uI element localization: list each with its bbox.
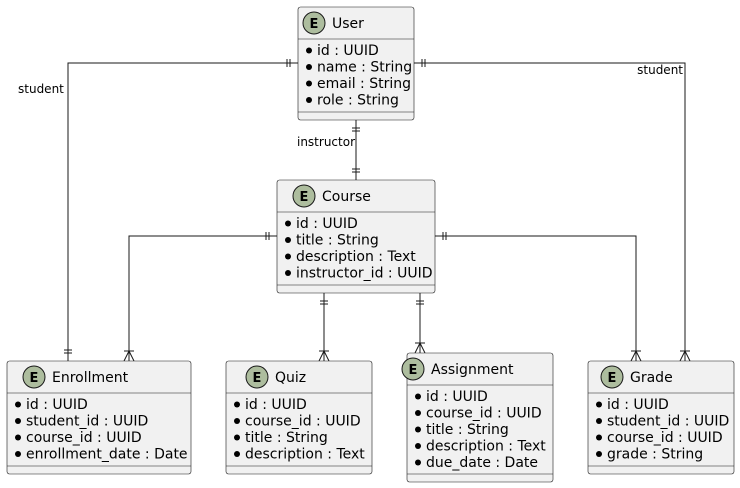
attribute-user-3: role : String <box>317 93 399 109</box>
entity-name: Enrollment <box>52 370 129 386</box>
attribute-bullet-icon <box>285 270 291 276</box>
entity-box <box>587 360 735 475</box>
attribute-bullet-icon <box>234 401 240 408</box>
attribute-bullet-icon <box>596 451 602 457</box>
entity-badge-letter: E <box>300 190 309 205</box>
entity-badge-letter: E <box>409 363 418 378</box>
entity-badge-icon <box>600 365 624 389</box>
attribute-enrollment-1: student_id : UUID <box>26 414 148 430</box>
attribute-grade-0: id : UUID <box>607 397 669 413</box>
attribute-bullet-icon <box>596 434 602 441</box>
attribute-grade-1: student_id : UUID <box>607 414 729 430</box>
entity-box <box>276 179 436 294</box>
attribute-course-2: description : Text <box>296 249 416 265</box>
relationship-user-enrollment[interactable]: student <box>18 59 298 361</box>
attribute-quiz-3: description : Text <box>245 447 365 463</box>
entity-badge-letter: E <box>608 371 617 386</box>
attribute-enrollment-0: id : UUID <box>26 397 88 413</box>
attribute-bullet-icon <box>15 418 21 424</box>
attribute-bullet-icon <box>306 47 312 54</box>
entity-box <box>297 6 415 121</box>
relationship-line <box>67 62 298 361</box>
attribute-bullet-icon <box>15 451 21 457</box>
relationship-user-course[interactable]: instructor <box>297 120 360 180</box>
entity-box <box>6 360 192 475</box>
attribute-grade-3: grade : String <box>607 447 703 463</box>
attribute-course-1: title : String <box>296 233 379 249</box>
relationship-label: student <box>18 82 64 96</box>
entity-name: User <box>332 16 364 32</box>
attribute-bullet-icon <box>306 97 312 103</box>
relationship-line <box>435 235 637 361</box>
relationship-course-enrollment[interactable] <box>123 232 277 362</box>
relationship-user-grade[interactable]: student <box>414 59 691 362</box>
relationship-label: instructor <box>297 135 355 149</box>
entity-name: Course <box>322 189 371 205</box>
attribute-assignment-0: id : UUID <box>426 389 488 405</box>
entity-badge-letter: E <box>310 17 319 32</box>
attribute-user-1: name : String <box>317 60 412 76</box>
attribute-bullet-icon <box>596 401 602 408</box>
attribute-bullet-icon <box>306 64 312 70</box>
attribute-bullet-icon <box>285 253 291 260</box>
entity-name: Grade <box>630 370 673 386</box>
attribute-enrollment-3: enrollment_date : Date <box>26 447 188 463</box>
attribute-quiz-2: title : String <box>245 430 328 446</box>
attribute-user-0: id : UUID <box>317 43 379 59</box>
entity-badge-icon <box>401 357 425 381</box>
attribute-bullet-icon <box>234 451 240 457</box>
entity-badge-icon <box>292 184 316 208</box>
attribute-bullet-icon <box>285 237 291 243</box>
relationship-course-assignment[interactable] <box>414 293 426 354</box>
entity-badge-letter: E <box>253 371 262 386</box>
relationship-label: student <box>637 63 683 77</box>
attribute-assignment-1: course_id : UUID <box>426 406 542 422</box>
attribute-bullet-icon <box>415 459 421 466</box>
relationship-course-quiz[interactable] <box>318 293 330 362</box>
attribute-bullet-icon <box>234 418 240 424</box>
attribute-quiz-0: id : UUID <box>245 397 307 413</box>
attribute-bullet-icon <box>285 220 291 227</box>
attribute-course-3: instructor_id : UUID <box>296 266 432 282</box>
relationship-course-grade[interactable] <box>435 232 642 362</box>
entity-badge-icon <box>22 365 46 389</box>
relationship-edges: student student instructor <box>18 59 691 362</box>
entity-name: Assignment <box>431 362 514 378</box>
attribute-assignment-3: description : Text <box>426 439 546 455</box>
entity-badge-icon <box>245 365 269 389</box>
attribute-bullet-icon <box>234 434 240 441</box>
attribute-grade-2: course_id : UUID <box>607 430 723 446</box>
entity-name: Quiz <box>275 370 306 386</box>
relationship-line <box>414 62 686 361</box>
attribute-assignment-4: due_date : Date <box>426 455 538 471</box>
attribute-quiz-1: course_id : UUID <box>245 414 361 430</box>
attribute-user-2: email : String <box>317 76 411 92</box>
entity-badge-icon <box>302 11 326 35</box>
entity-badge-letter: E <box>30 371 39 386</box>
attribute-bullet-icon <box>306 80 312 87</box>
attribute-bullet-icon <box>415 426 421 433</box>
attribute-bullet-icon <box>15 434 21 441</box>
attribute-bullet-icon <box>415 443 421 449</box>
attribute-bullet-icon <box>415 393 421 400</box>
attribute-assignment-2: title : String <box>426 422 509 438</box>
attribute-course-0: id : UUID <box>296 216 358 232</box>
attribute-bullet-icon <box>15 401 21 408</box>
relationship-line <box>128 235 277 361</box>
attribute-bullet-icon <box>415 410 421 416</box>
attribute-enrollment-2: course_id : UUID <box>26 430 142 446</box>
entity-box <box>225 360 373 475</box>
attribute-bullet-icon <box>596 418 602 424</box>
